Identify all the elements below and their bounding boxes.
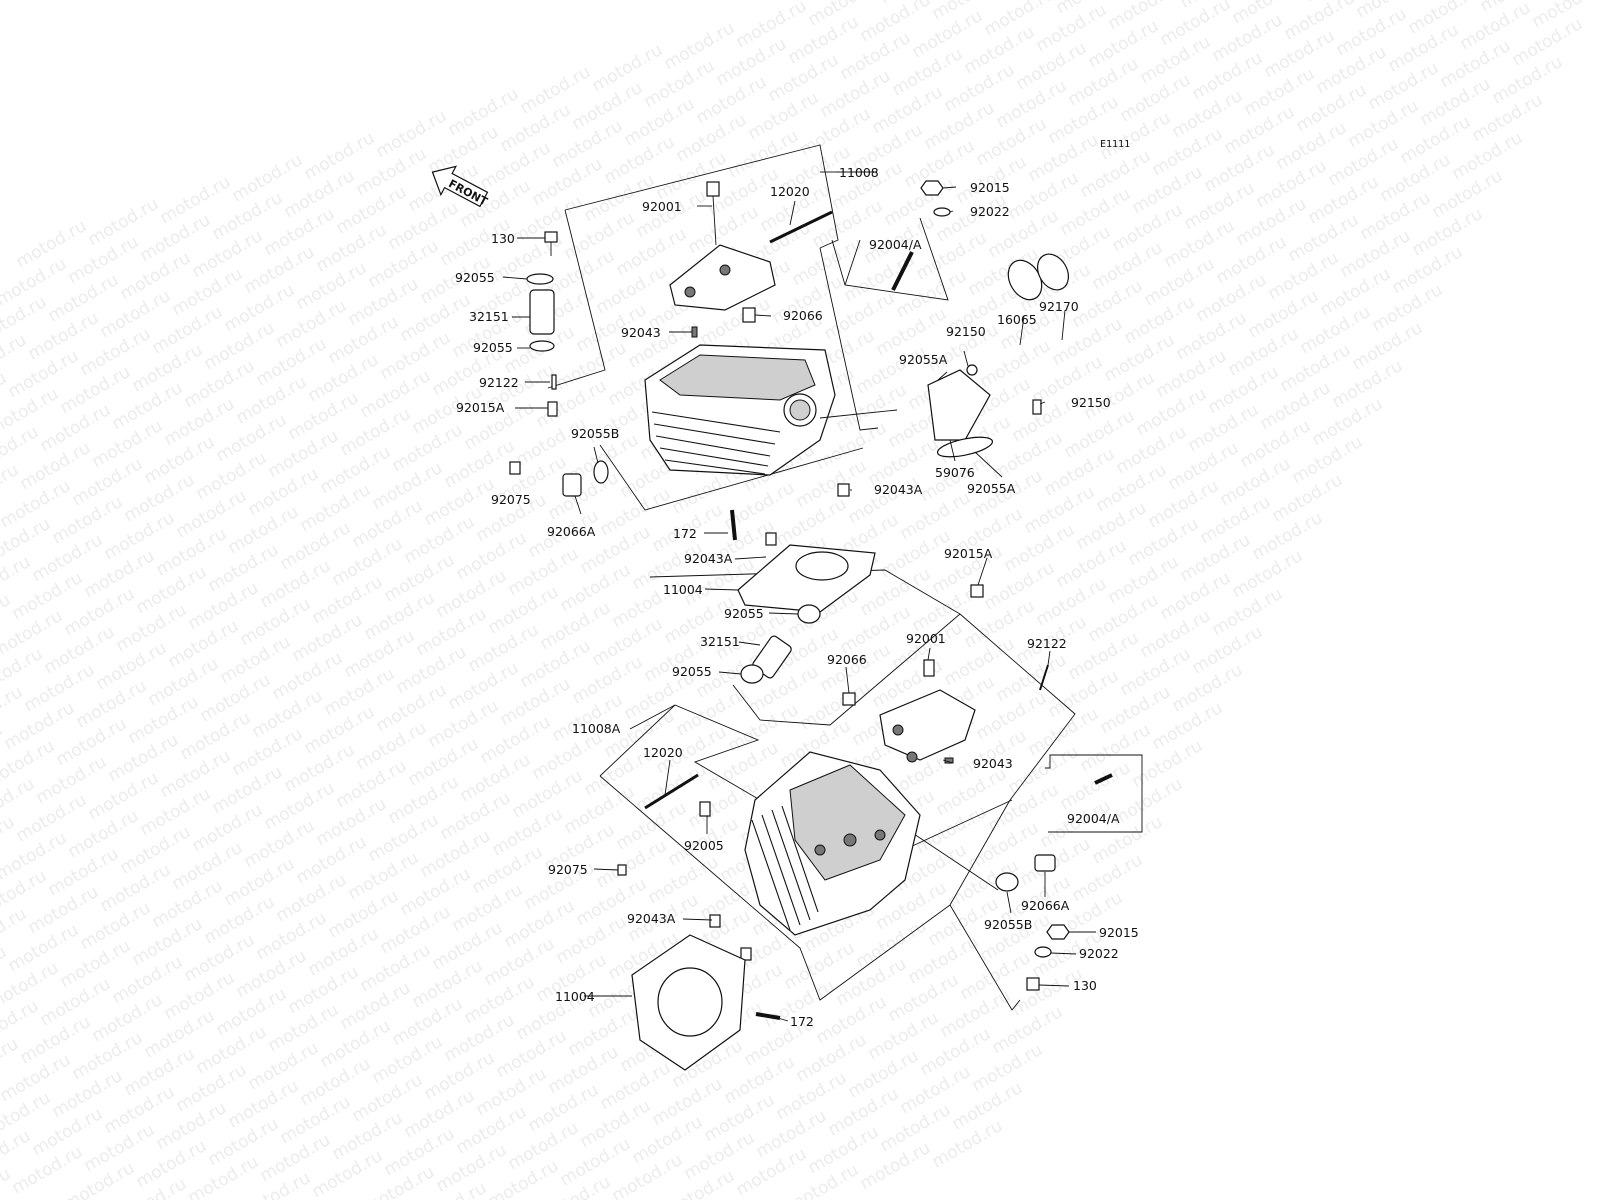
callout-92001: 92001 <box>642 199 682 214</box>
callout-92066a: 92066A <box>1021 898 1070 913</box>
callout-92055: 92055 <box>724 606 764 621</box>
callout-92066: 92066 <box>783 308 823 323</box>
callout-92122: 92122 <box>1027 636 1067 651</box>
callout-32151: 32151 <box>469 309 509 324</box>
callout-92170: 92170 <box>1039 299 1079 314</box>
callout-92055b: 92055B <box>571 426 619 441</box>
callout-130: 130 <box>491 231 515 246</box>
callout-92055b: 92055B <box>984 917 1032 932</box>
callout-92075: 92075 <box>548 862 588 877</box>
callout-92015: 92015 <box>1099 925 1139 940</box>
group-lines-upper <box>547 144 949 511</box>
callout-92043a: 92043A <box>627 911 676 926</box>
callout-92015: 92015 <box>970 180 1010 195</box>
callout-11008a: 11008A <box>572 721 621 736</box>
callout-labels: 11008 92015 92022 92001 12020 130 92004/… <box>455 165 1139 1029</box>
callout-59076: 59076 <box>935 465 975 480</box>
upper-gasket <box>737 544 876 613</box>
callout-92055a: 92055A <box>967 481 1016 496</box>
callout-92004a: 92004/A <box>869 237 922 252</box>
callout-92022: 92022 <box>1079 946 1119 961</box>
callout-92043: 92043 <box>621 325 661 340</box>
callout-92022: 92022 <box>970 204 1010 219</box>
callout-32151: 32151 <box>700 634 740 649</box>
lower-cylinder-head <box>617 659 1070 1020</box>
callout-16065: 16065 <box>997 312 1037 327</box>
callout-92015a: 92015A <box>944 546 993 561</box>
callout-92005: 92005 <box>684 838 724 853</box>
leader-lines <box>502 171 1096 1022</box>
callout-92043a: 92043A <box>874 482 923 497</box>
lower-gasket <box>631 934 746 1071</box>
upper-cylinder-head <box>509 180 1070 546</box>
callout-11008: 11008 <box>839 165 879 180</box>
callout-92150: 92150 <box>1071 395 1111 410</box>
callout-92043: 92043 <box>973 756 1013 771</box>
callout-92066a: 92066A <box>547 524 596 539</box>
diagram-code: E1111 <box>1100 139 1130 150</box>
callout-12020: 12020 <box>770 184 810 199</box>
group-lines-lower <box>599 569 1143 1011</box>
callout-92055: 92055 <box>473 340 513 355</box>
callout-92015a: 92015A <box>456 400 505 415</box>
callout-92055a: 92055A <box>899 352 948 367</box>
middle-parts <box>740 584 1113 785</box>
callout-92043a: 92043A <box>684 551 733 566</box>
callout-92055: 92055 <box>455 270 495 285</box>
callout-92075: 92075 <box>491 492 531 507</box>
callout-130: 130 <box>1073 978 1097 993</box>
callout-172: 172 <box>673 526 697 541</box>
callout-92150: 92150 <box>946 324 986 339</box>
callout-92066: 92066 <box>827 652 867 667</box>
callout-172: 172 <box>790 1014 814 1029</box>
callout-92001: 92001 <box>906 631 946 646</box>
callout-92122: 92122 <box>479 375 519 390</box>
callout-11004: 11004 <box>555 989 595 1004</box>
callout-11004: 11004 <box>663 582 703 597</box>
callout-92055: 92055 <box>672 664 712 679</box>
callout-92004a: 92004/A <box>1067 811 1120 826</box>
callout-12020: 12020 <box>643 745 683 760</box>
